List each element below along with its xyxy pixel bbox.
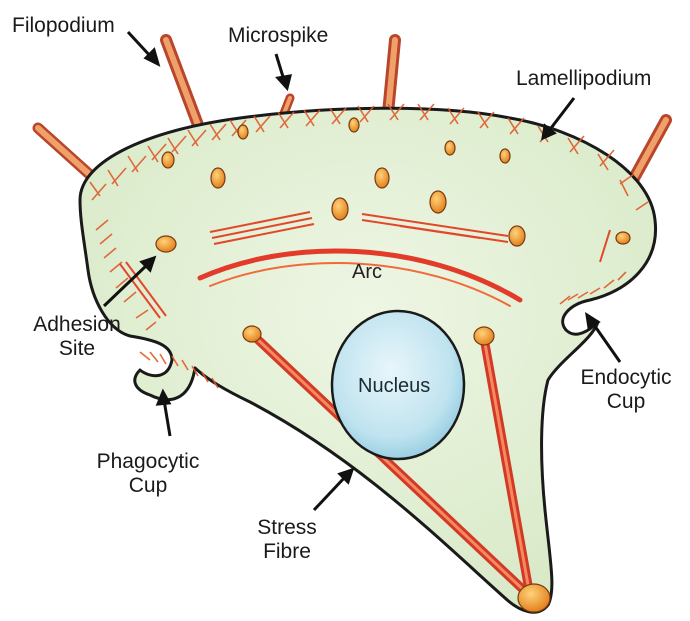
adhesion-site [332,198,348,220]
stress-arrow [314,470,352,510]
adhesion-site-label: Adhesion Site [16,313,138,361]
adhesion-site [518,584,550,612]
arc-label: Arc [352,261,382,284]
adhesion-label-line1: Adhesion [16,313,138,337]
adhesion-site [616,232,630,244]
adhesion-site [349,118,359,132]
adhesion-site [375,168,389,188]
filopodium-arrow [128,32,158,64]
endocytic-cup-label: Endocytic Cup [568,366,684,414]
endocytic-label-line2: Cup [568,390,684,414]
nucleus-label: Nucleus [358,375,430,398]
adhesion-site [430,191,446,213]
stress-fibre-label: Stress Fibre [242,516,332,564]
adhesion-site [474,327,494,345]
phagocytic-label-line1: Phagocytic [92,450,204,474]
endocytic-label-line1: Endocytic [568,366,684,390]
adhesion-site [156,236,176,252]
stress-label-line1: Stress [242,516,332,540]
phagocytic-arrow [158,392,170,436]
adhesion-site [162,152,174,168]
phagocytic-label-line2: Cup [92,474,204,498]
adhesion-site [243,326,261,342]
filopodium-label: Filopodium [12,14,115,38]
adhesion-site [509,226,525,246]
phagocytic-cup-label: Phagocytic Cup [92,450,204,498]
adhesion-site [500,149,510,163]
adhesion-site [238,125,248,139]
microspike-arrow [276,54,290,88]
lamellipodium-label: Lamellipodium [516,67,651,91]
microspike-label: Microspike [228,24,328,48]
adhesion-site [445,141,455,155]
endocytic-arrow [587,315,620,362]
adhesion-site [211,168,225,188]
adhesion-label-line2: Site [16,337,138,361]
stress-label-line2: Fibre [242,540,332,564]
